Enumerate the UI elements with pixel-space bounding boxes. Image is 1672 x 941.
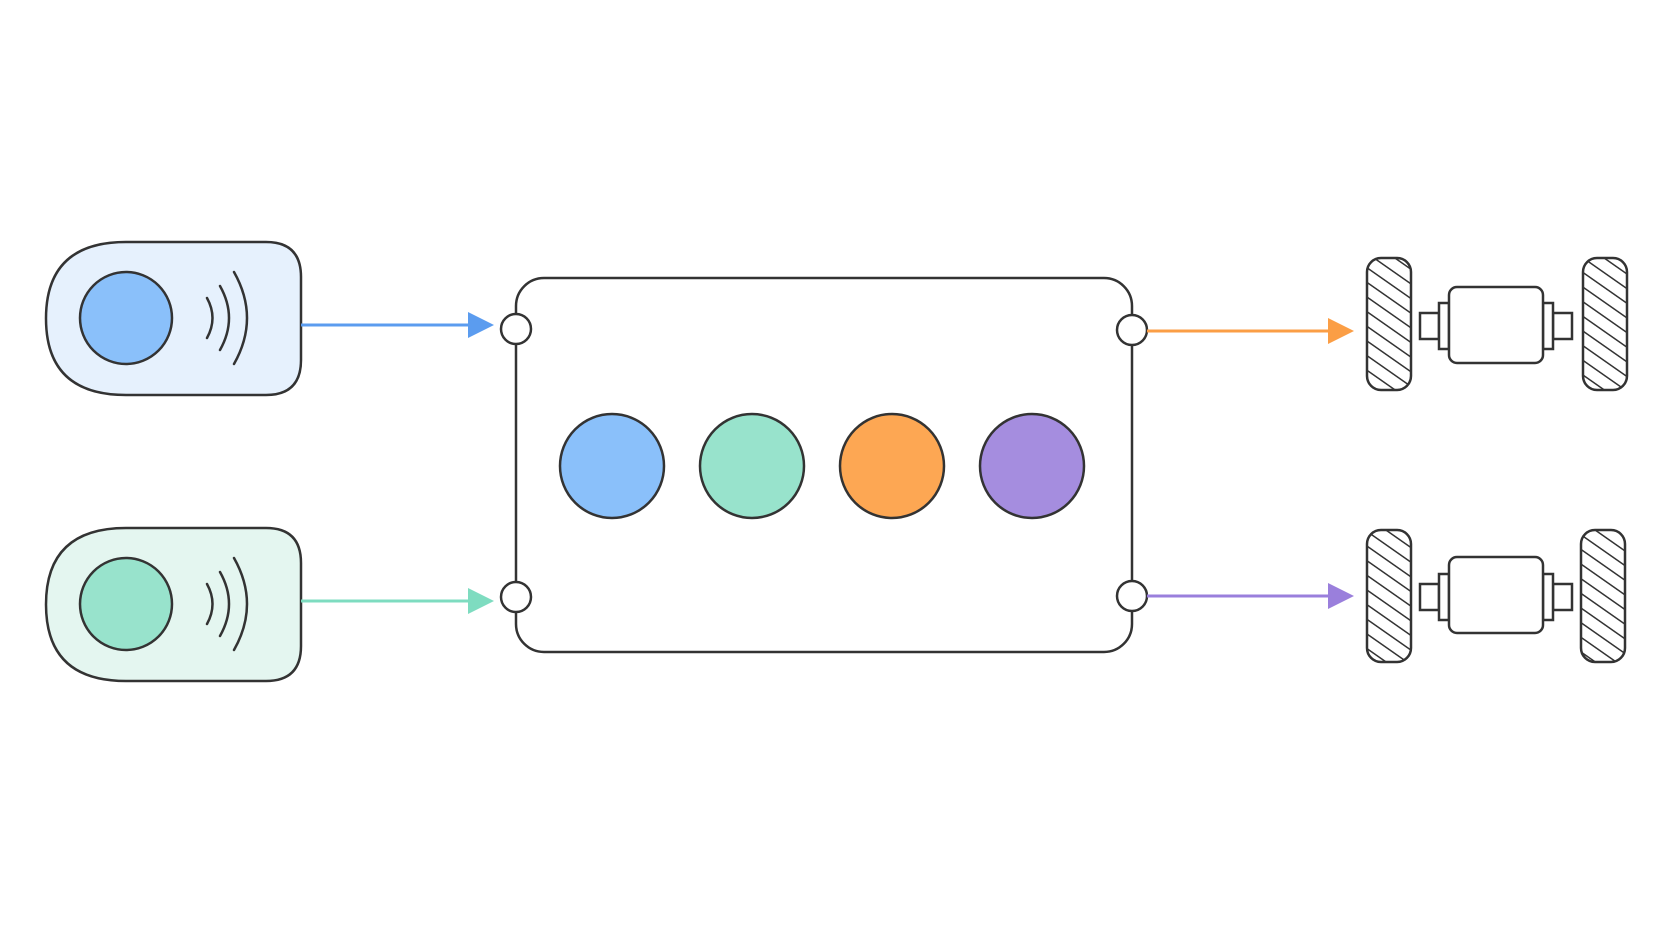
sensor-green	[44, 526, 303, 683]
wheel-right	[1581, 256, 1629, 392]
controller-port-out-top	[1115, 313, 1149, 347]
axle-stub-left	[1418, 311, 1441, 341]
wheel-left	[1365, 528, 1413, 664]
motor-axle-top	[1365, 256, 1629, 392]
motor-wheels-icon	[1365, 256, 1629, 392]
axle-stub-right	[1551, 582, 1574, 612]
indicator-blue	[558, 412, 666, 520]
input-connector-blue	[301, 312, 494, 338]
wheel-right	[1579, 528, 1627, 664]
motor-housing	[1437, 301, 1451, 351]
motor-wheels-icon	[1365, 528, 1627, 664]
axle-stub-right	[1551, 311, 1574, 341]
indicator-green	[698, 412, 806, 520]
controller-body	[514, 276, 1134, 654]
controller-port-in-bottom	[499, 580, 533, 614]
indicator-orange	[838, 412, 946, 520]
wheel-left	[1365, 256, 1413, 392]
sensor-blue	[44, 240, 303, 397]
indicator-purple	[978, 412, 1086, 520]
sensor-indicator	[78, 556, 174, 652]
axle-stub-left	[1418, 582, 1441, 612]
motor-housing	[1541, 301, 1555, 351]
controller-port-out-bottom	[1115, 579, 1149, 613]
output-connector-orange	[1147, 318, 1354, 344]
wireless-signal-icon	[205, 270, 249, 366]
motor-housing	[1437, 572, 1451, 622]
controller-port-in-top	[499, 312, 533, 346]
motor-axle-bottom	[1365, 528, 1627, 664]
wireless-signal-icon	[205, 556, 249, 652]
motor-housing	[1541, 572, 1555, 622]
input-connector-green	[301, 588, 494, 614]
controller-unit	[499, 276, 1149, 654]
motor-body	[1447, 555, 1545, 635]
sensor-indicator	[78, 270, 174, 366]
motor-body	[1447, 285, 1545, 365]
output-connector-purple	[1147, 583, 1354, 609]
